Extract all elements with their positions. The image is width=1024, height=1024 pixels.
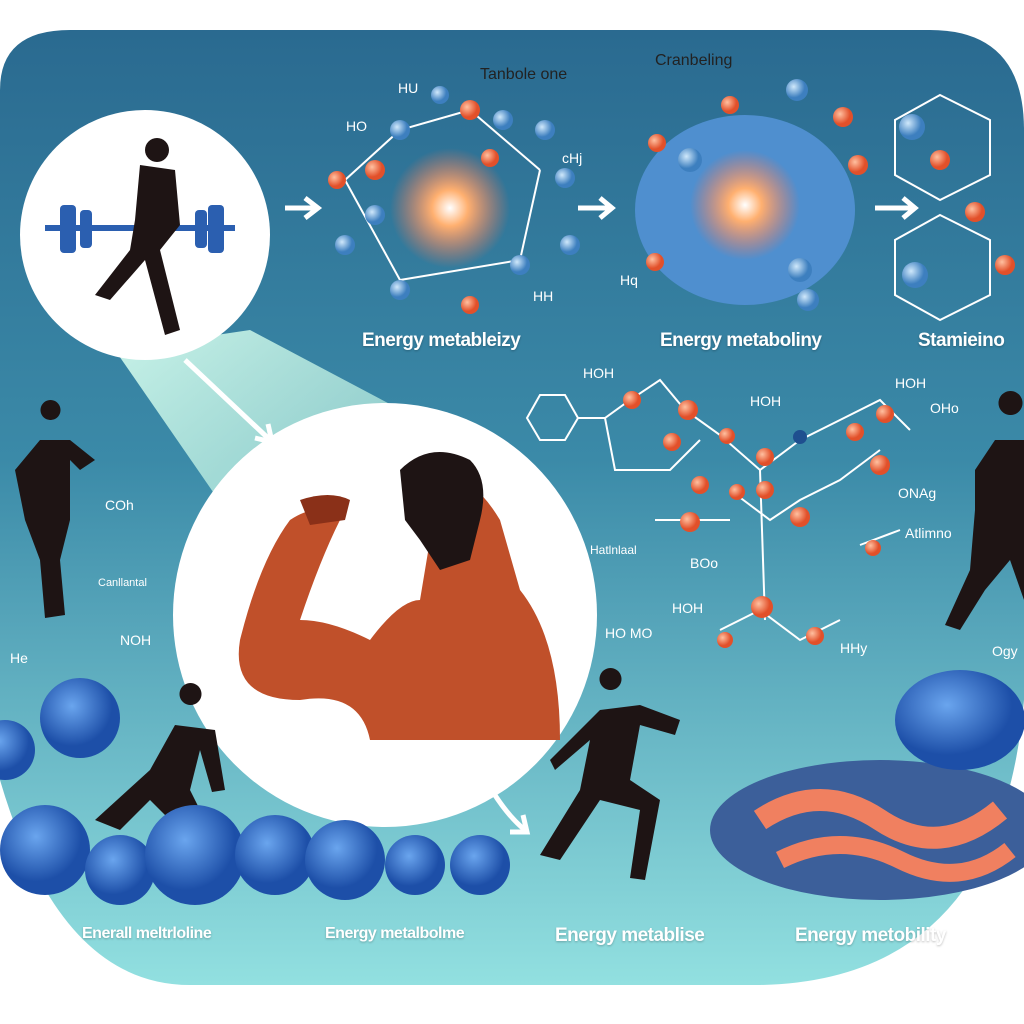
molecule-atoms [623, 391, 894, 648]
title-tanbole: Tanbole one [480, 66, 568, 83]
chem-hoh-4: HOH [672, 600, 704, 616]
chem-hoh-3: HOH [895, 375, 927, 391]
chem-co2: COh [105, 497, 134, 513]
chem-oh: OHo [930, 400, 959, 416]
chem-ho: HO [346, 118, 367, 134]
chem-noh: NOH [120, 632, 152, 648]
chem-hoh-1: HOH [583, 365, 615, 381]
chem-bo: BOo [690, 555, 719, 571]
chem-he: He [10, 650, 28, 666]
caption-bottom-3: Energy metablise [555, 925, 705, 946]
molecule-3 [894, 93, 1015, 322]
title-cranbeling: Cranbeling [655, 52, 733, 69]
chem-cantinal: Canllantal [98, 577, 147, 589]
chem-hanimal: Hatlnlaal [590, 543, 637, 557]
caption-bottom-2: Energy metalbolme [325, 925, 465, 942]
molecule-2-cluster [635, 79, 868, 311]
caption-energy-2: Energy metaboliny [660, 330, 822, 351]
caption-bottom-1: Enerall meltrloline [82, 925, 212, 942]
chem-hu: HU [398, 80, 419, 96]
caption-stamieino: Stamieino [918, 330, 1005, 351]
chem-aminno: Atlimno [905, 525, 952, 541]
mitochondria [710, 670, 1024, 900]
chem-hq: Hq [620, 272, 638, 288]
molecule-1 [328, 86, 580, 314]
flexing-arm [238, 452, 560, 740]
chem-ch: cHj [562, 150, 583, 166]
weightlifter [45, 138, 235, 335]
caption-bottom-4: Energy metobility [795, 925, 946, 946]
chem-homo: HO MO [605, 625, 653, 641]
chem-oy: Ogy [992, 643, 1018, 659]
chem-hhy: HHy [840, 640, 868, 656]
chem-onag: ONAg [898, 485, 937, 501]
chem-hh: HH [533, 288, 554, 304]
chem-hoh-2: HOH [750, 393, 782, 409]
caption-energy-1: Energy metableizy [362, 330, 521, 351]
bead-chain [0, 678, 510, 905]
